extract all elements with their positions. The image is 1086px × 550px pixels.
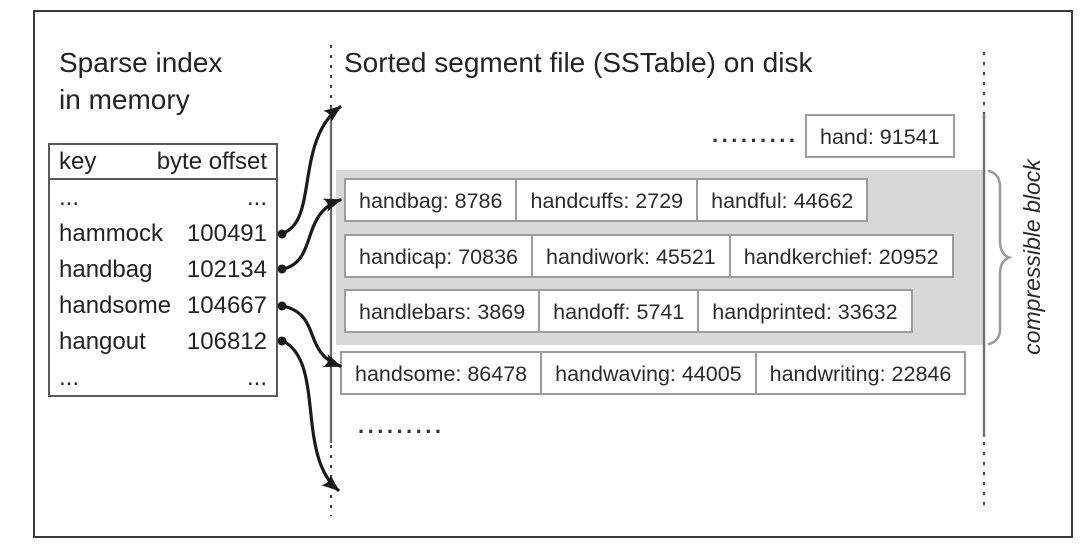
row-key: handsome — [59, 292, 172, 319]
sstable-entry: handwriting: 22846 — [754, 351, 967, 395]
row-key: handbag — [59, 256, 153, 283]
row-key: ... — [59, 364, 80, 391]
sparse-index-table: key byte offset ... ... hammock 100491 h… — [48, 143, 278, 397]
sparse-index-table-header: key byte offset — [50, 145, 276, 180]
row-offset: 100491 — [186, 220, 267, 247]
column-header-byte-offset: byte offset — [156, 147, 267, 175]
row-offset: 102134 — [186, 256, 267, 283]
ellipsis-bottom: ......... — [358, 413, 445, 438]
table-row: hammock 100491 — [50, 216, 276, 252]
row-offset: ... — [246, 364, 267, 391]
row-key: hammock — [59, 220, 164, 247]
table-row: handsome 104667 — [50, 288, 276, 324]
column-header-key: key — [59, 147, 97, 175]
sparse-index-title-line1: Sparse index — [59, 47, 223, 78]
sstable-entry: handoff: 5741 — [538, 289, 700, 333]
sstable-entry: handbag: 8786 — [344, 178, 518, 222]
table-row: hangout 106812 — [50, 324, 276, 360]
sparse-index-title: Sparse index in memory — [59, 44, 222, 118]
sstable-entry: handlebars: 3869 — [344, 289, 541, 333]
sstable-block-row-2: handicap: 70836 handiwork: 45521 handker… — [344, 234, 954, 278]
row-offset: 104667 — [186, 292, 267, 319]
sstable-entry: handkerchief: 20952 — [728, 234, 954, 278]
sstable-entry-hand: hand: 91541 — [805, 114, 955, 158]
sstable-entry: handcuffs: 2729 — [515, 178, 699, 222]
sstable-block-row-3: handlebars: 3869 handoff: 5741 handprint… — [344, 289, 913, 333]
sstable-title: Sorted segment file (SSTable) on disk — [344, 47, 813, 78]
sstable-entry: handiwork: 45521 — [531, 234, 731, 278]
compressible-block-label: compressible block — [1019, 159, 1045, 355]
sstable-entry: handful: 44662 — [696, 178, 869, 222]
sstable-entry: handwaving: 44005 — [540, 351, 757, 395]
row-key: ... — [59, 184, 80, 211]
sstable-entry: handicap: 70836 — [344, 234, 534, 278]
sstable-block-row-1: handbag: 8786 handcuffs: 2729 handful: 4… — [344, 178, 869, 222]
sstable-entry: handsome: 86478 — [340, 351, 543, 395]
table-row: handbag 102134 — [50, 252, 276, 288]
row-offset: 106812 — [186, 328, 267, 355]
ellipsis-top: ......... — [712, 122, 799, 147]
sstable-row-handsome: handsome: 86478 handwaving: 44005 handwr… — [340, 351, 967, 395]
sparse-index-title-line2: in memory — [59, 84, 190, 115]
sstable-entry: handprinted: 33632 — [697, 289, 913, 333]
table-row: ... ... — [50, 360, 276, 396]
table-row: ... ... — [50, 180, 276, 216]
row-offset: ... — [246, 184, 267, 211]
row-key: hangout — [59, 328, 146, 355]
